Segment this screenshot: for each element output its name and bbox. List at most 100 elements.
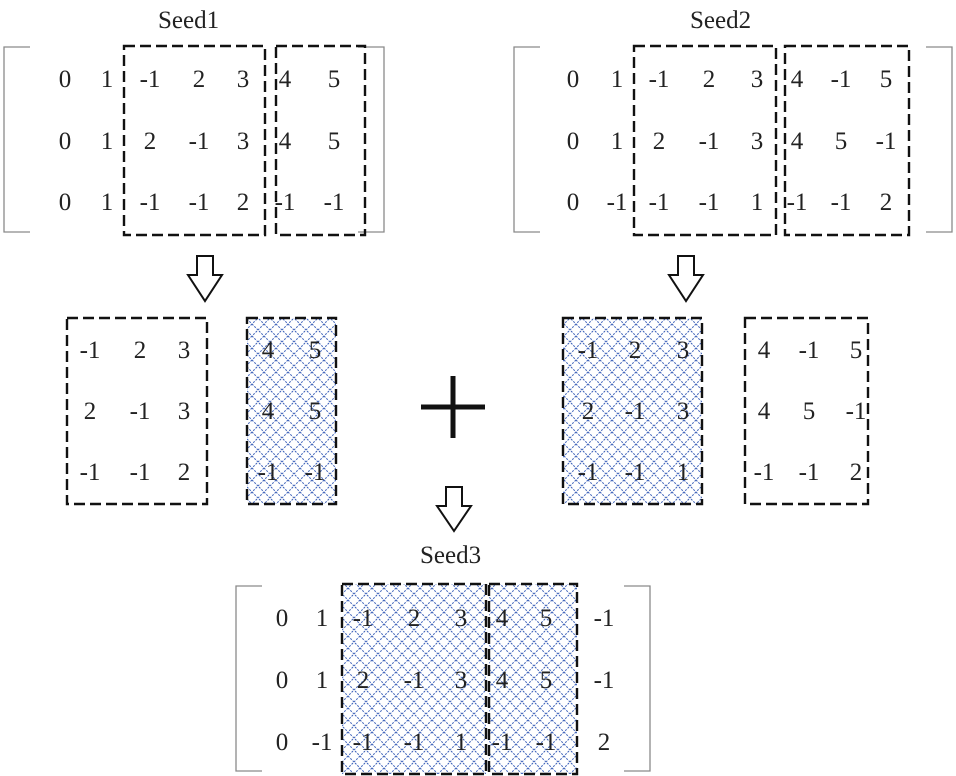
seed3-cell: 5 (540, 605, 553, 632)
seed2-block-b-cell: -1 (754, 459, 775, 486)
seed1-block-b-hatch-fill (247, 318, 336, 504)
seed1-block-b-cell: 5 (309, 337, 322, 364)
seed1-cell: 4 (279, 128, 292, 155)
seed1-block-a-cell: -1 (130, 398, 151, 425)
seed1-cell: 1 (101, 189, 114, 216)
seed1-cell: 0 (59, 128, 72, 155)
seed1-cell: 3 (237, 128, 250, 155)
seed1-block-b-cell: 4 (262, 398, 275, 425)
seed2-cell: -1 (699, 189, 720, 216)
seed1-block-a-cell: 2 (84, 398, 97, 425)
seed3-cell: 5 (540, 667, 553, 694)
seed3-cell: 1 (455, 729, 468, 756)
seed1-block-a-cell: 3 (178, 337, 191, 364)
seed3-cell: 0 (276, 605, 289, 632)
seed1-cell: 3 (237, 66, 250, 93)
seed2-left-bracket (513, 46, 540, 233)
seed2-cell: 0 (567, 66, 580, 93)
seed1-right-bracket (358, 46, 385, 233)
seed3-segment-a-outline (340, 582, 488, 776)
seed2-cell: 4 (791, 128, 804, 155)
plus-icon (421, 376, 485, 438)
seed3-cell: -1 (404, 667, 425, 694)
seed2-cell: 2 (880, 189, 893, 216)
seed3-cell: -1 (492, 729, 513, 756)
seed1-cell: -1 (189, 128, 210, 155)
seed1-block-a-cell: 2 (178, 459, 191, 486)
seed2-block-a-cell: 1 (677, 459, 690, 486)
seed2-cell: -1 (787, 189, 808, 216)
seed3-cell: 2 (408, 605, 421, 632)
seed2-cell: -1 (607, 189, 628, 216)
seed1-cell: -1 (140, 189, 161, 216)
seed1-block-a-cell: 2 (134, 337, 147, 364)
seed1-block-b-cell: 5 (309, 398, 322, 425)
seed1-cell: 0 (59, 189, 72, 216)
seed3-segment-b-hatch-fill (489, 584, 577, 774)
seed3-cell: 4 (496, 605, 509, 632)
seed2-block-a-cell: 2 (582, 398, 595, 425)
seed2-segment-a-outline (632, 44, 778, 237)
seed2-block-a-cell: 2 (629, 337, 642, 364)
seed2-cell: -1 (649, 189, 670, 216)
seed3-left-bracket (235, 585, 262, 772)
seed1-cell: 2 (237, 189, 250, 216)
seed1-label: Seed1 (158, 7, 219, 34)
seed1-block-b-cell: 4 (262, 337, 275, 364)
seed2-block-a-cell: 3 (677, 398, 690, 425)
seed2-cell: -1 (699, 128, 720, 155)
seed2-block-b-cell: 4 (758, 337, 771, 364)
seed2-block-b-cell: -1 (799, 459, 820, 486)
seed2-block-b-cell: 5 (850, 337, 863, 364)
seed2-block-a-cell: -1 (578, 337, 599, 364)
seed1-cell: 1 (101, 66, 114, 93)
seed2-cell: 0 (567, 189, 580, 216)
seed2-label: Seed2 (690, 7, 751, 34)
seed1-block-a-outline (65, 316, 209, 506)
seed2-cell: 0 (567, 128, 580, 155)
seed2-block-b-cell: 4 (758, 398, 771, 425)
seed1-cell: 0 (59, 66, 72, 93)
seed1-segment-b-outline (274, 44, 367, 237)
seed3-segment-a-hatch-fill (342, 584, 486, 774)
seed1-block-a-cell: 3 (178, 398, 191, 425)
seed1-cell: 2 (193, 66, 206, 93)
seed3-cell: 0 (276, 667, 289, 694)
seed3-cell: -1 (312, 729, 333, 756)
seed2-segment-b-outline (783, 44, 911, 237)
seed1-cell: 4 (279, 66, 292, 93)
seed2-cell: 5 (880, 66, 893, 93)
seed3-cell: -1 (353, 605, 374, 632)
seed1-cell: 2 (144, 128, 157, 155)
seed1-block-a-cell: -1 (80, 337, 101, 364)
seed1-cell: -1 (324, 189, 345, 216)
seed1-cell: -1 (140, 66, 161, 93)
seed3-label: Seed3 (420, 542, 481, 569)
seed3-cell: -1 (404, 729, 425, 756)
seed3-cell: 0 (276, 729, 289, 756)
seed2-cell: -1 (649, 66, 670, 93)
seed2-block-b-cell: -1 (846, 398, 867, 425)
seed1-block-b-outline (245, 316, 338, 506)
seed3-cell: 2 (357, 667, 370, 694)
seed2-cell: -1 (876, 128, 897, 155)
seed3-cell: 3 (455, 605, 468, 632)
seed2-block-b-outline (743, 316, 870, 506)
seed2-block-a-cell: 3 (677, 337, 690, 364)
seed2-right-bracket (926, 46, 953, 233)
seed2-block-a-hatch-fill (563, 318, 702, 504)
seed2-block-b-cell: 2 (850, 459, 863, 486)
seed3-right-bracket (624, 585, 651, 772)
seed2-down-arrow-icon (667, 255, 705, 303)
